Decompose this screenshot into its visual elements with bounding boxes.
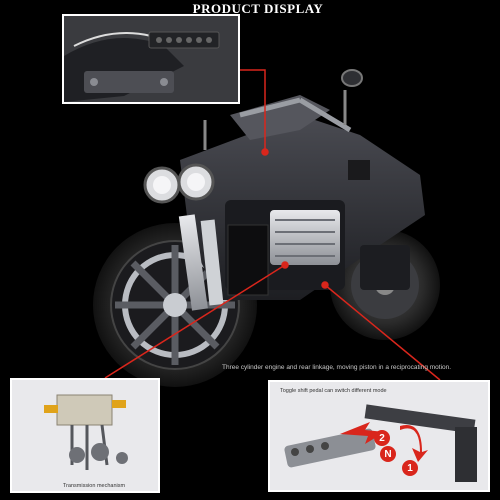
callout-lines — [104, 69, 441, 381]
front-fork — [178, 214, 224, 311]
shift-pedal-illustration: 2 N 1 — [270, 382, 488, 490]
motorcycle-body — [180, 95, 425, 300]
transmission-illustration — [12, 380, 158, 491]
gear-label-neutral: N — [384, 449, 391, 460]
seat-detail-illustration — [64, 16, 238, 102]
shift-pedal-caption: Toggle shift pedal can switch different … — [280, 388, 387, 394]
handlebars — [203, 69, 363, 150]
seat-detail-inset — [62, 14, 240, 104]
headlights — [143, 163, 215, 204]
gear-label-two: 2 — [379, 433, 385, 444]
page-title: PRODUCT DISPLAY — [192, 1, 324, 16]
shift-pedal-inset: 2 N 1 Toggle shift pedal can switch diff… — [268, 380, 490, 492]
transmission-inset: Transmission mechanism — [10, 378, 160, 493]
gear-label-one: 1 — [407, 463, 413, 474]
transmission-caption: Transmission mechanism — [62, 483, 126, 489]
engine-caption: Three cylinder engine and rear linkage, … — [222, 364, 452, 371]
